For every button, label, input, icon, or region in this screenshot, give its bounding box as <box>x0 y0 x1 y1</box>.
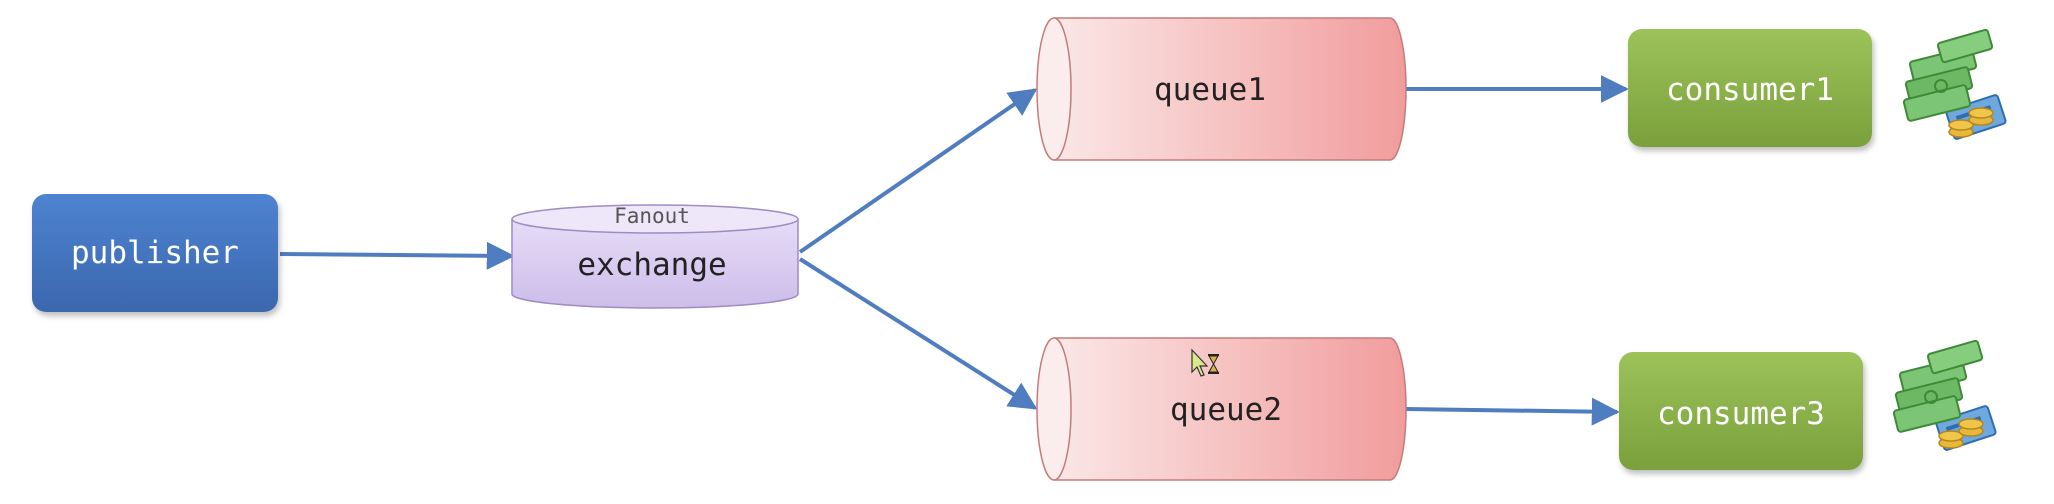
exchange-label: exchange <box>577 247 726 283</box>
queue1-node[interactable]: queue1 <box>1036 17 1407 161</box>
exchange-node[interactable]: Fanout exchange <box>511 204 799 309</box>
exchange-type-label: Fanout <box>614 204 690 228</box>
edge-exchange-queue1 <box>798 88 1038 254</box>
consumer1-label: consumer1 <box>1666 72 1834 108</box>
edges <box>279 75 1629 426</box>
queue1-label: queue1 <box>1154 72 1266 108</box>
money-stack-icon <box>1902 28 2007 140</box>
edge-publisher-exchange <box>279 241 515 270</box>
publisher-node[interactable]: publisher <box>32 194 278 312</box>
money-stack-icon <box>1892 339 1997 451</box>
edge-queue2-consumer3 <box>1404 397 1620 426</box>
consumer1-node[interactable]: consumer1 <box>1628 29 1872 147</box>
consumer3-label: consumer3 <box>1657 396 1825 432</box>
busy-cursor-icon <box>1191 348 1219 377</box>
queue2-node[interactable]: queue2 <box>1036 337 1407 481</box>
consumer3-node[interactable]: consumer3 <box>1619 352 1863 470</box>
queue2-label: queue2 <box>1170 392 1282 428</box>
publisher-label: publisher <box>71 235 239 271</box>
edge-exchange-queue2 <box>798 257 1038 410</box>
